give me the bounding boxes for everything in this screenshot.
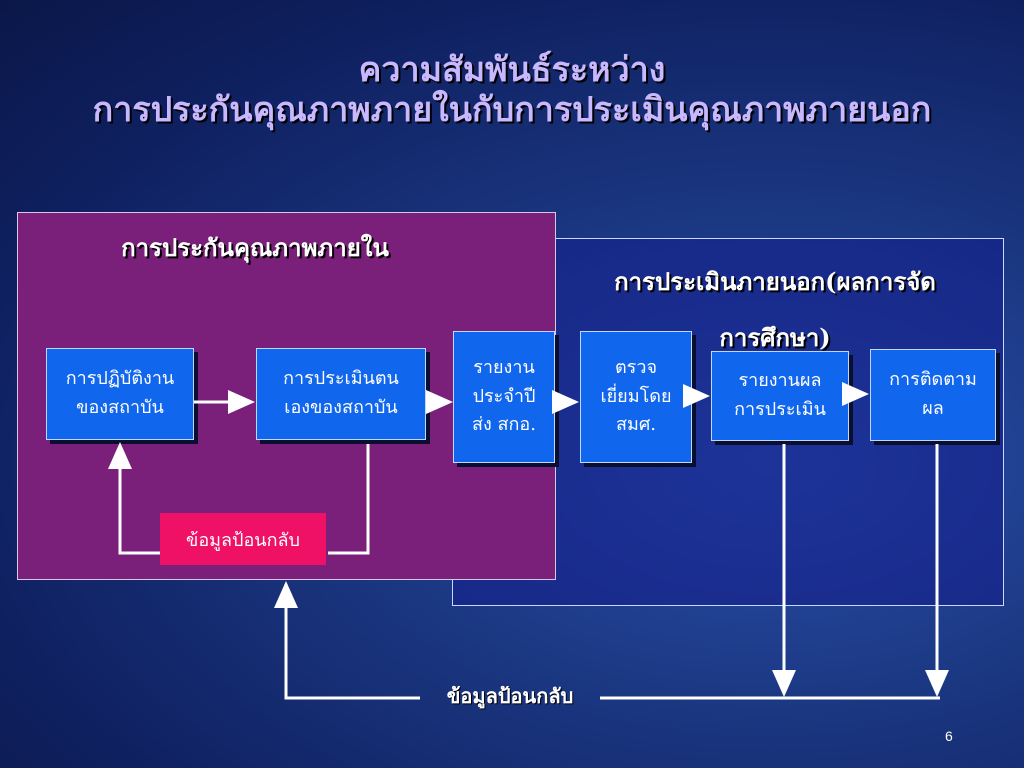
internal-qa-heading: การประกันคุณภาพภายใน — [121, 233, 389, 262]
box-line: การปฏิบัติงาน — [65, 368, 175, 390]
external-heading-line2: การศึกษา) — [719, 323, 831, 352]
internal-feedback-return — [108, 442, 160, 555]
annual-report-box: รายงาน ประจำปี ส่ง สกอ. — [453, 331, 555, 463]
box-line: การติดตาม — [889, 369, 977, 391]
box-line: ของสถาบัน — [76, 397, 164, 418]
external-feedback-label: ข้อมูลป้อนกลับ — [446, 684, 574, 708]
external-heading-line1: การประเมินภายนอก(ผลการจัด — [614, 267, 936, 296]
box-line: ผล — [922, 398, 944, 419]
box-line: การประเมินตน — [283, 368, 399, 390]
box-line: ส่ง สกอ. — [472, 414, 536, 436]
slide-title-line2: การประกันคุณภาพภายในกับการประเมินคุณภาพภ… — [92, 90, 932, 130]
slide-title-line1: ความสัมพันธ์ระหว่าง — [358, 50, 666, 90]
box-line: รายงานผล — [738, 370, 822, 392]
box-line: ประจำปี — [472, 385, 536, 407]
page-number: 6 — [945, 728, 953, 744]
box-line: เองของสถาบัน — [284, 397, 398, 418]
box-line: ตรวจ — [614, 356, 657, 378]
institution-operation-box: การปฏิบัติงาน ของสถาบัน — [46, 348, 194, 440]
bottom-feedback-return — [274, 581, 420, 700]
internal-feedback-box: ข้อมูลป้อนกลับ — [160, 513, 326, 565]
follow-up-box: การติดตาม ผล — [870, 349, 996, 441]
internal-feedback-loop — [328, 444, 370, 555]
box-line: เยี่ยมโดย — [600, 385, 672, 407]
self-assessment-box: การประเมินตน เองของสถาบัน — [256, 348, 426, 440]
box-line: สมศ. — [615, 414, 656, 436]
site-visit-box: ตรวจ เยี่ยมโดย สมศ. — [580, 331, 692, 463]
assessment-report-box: รายงานผล การประเมิน — [711, 351, 849, 441]
external-assessment-heading: การประเมินภายนอก(ผลการจัด การศึกษา) — [560, 254, 990, 366]
box-line: รายงาน — [473, 356, 535, 378]
box-line: การประเมิน — [734, 399, 826, 420]
